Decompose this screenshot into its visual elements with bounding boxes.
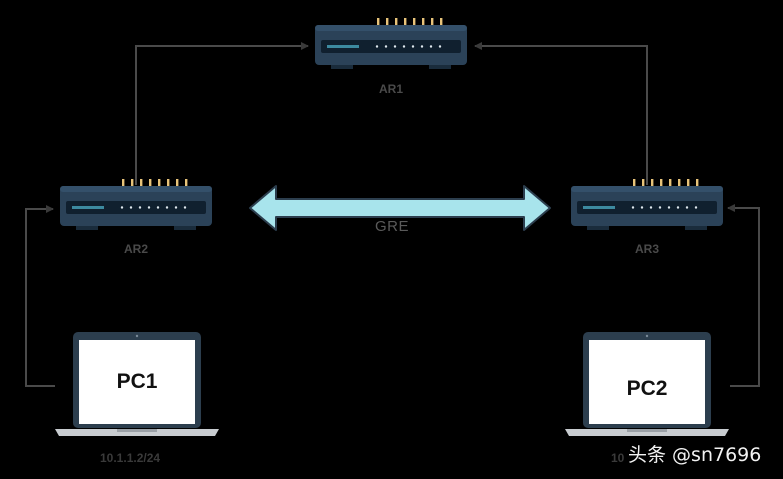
link-pc2-ar3	[727, 204, 760, 387]
pc1-ip-label: 10.1.1.2/24	[100, 451, 161, 465]
router-ar2-icon	[60, 179, 212, 230]
router-ar3-icon	[571, 179, 723, 230]
router-ar3-label: AR3	[634, 242, 659, 256]
pc2-ip-label: 10	[611, 451, 625, 465]
link-pc1-ar2	[25, 205, 55, 387]
router-ar2-label: AR2	[123, 242, 148, 256]
pc2-label: PC2	[626, 377, 668, 400]
watermark-text: 头条 @sn7696	[628, 444, 762, 466]
link-ar3-ar1	[474, 42, 648, 185]
link-ar2-ar1	[135, 42, 309, 185]
pc1-label: PC1	[116, 370, 158, 393]
router-ar1-label: AR1	[378, 82, 403, 96]
router-ar1-icon	[315, 18, 467, 69]
gre-tunnel-arrow	[249, 185, 551, 231]
gre-label: GRE	[374, 218, 409, 235]
